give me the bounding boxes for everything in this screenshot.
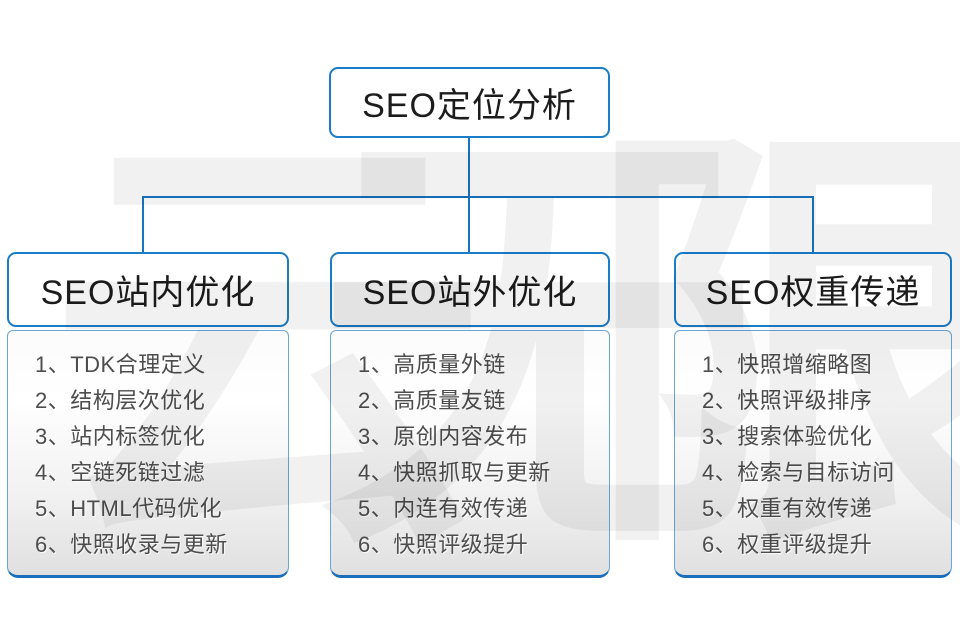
list-item: 2、快照评级排序 xyxy=(702,388,873,413)
column-node-label: SEO站内优化 xyxy=(40,274,256,312)
list-panel-offsite: 1、高质量外链 2、高质量友链 3、原创内容发布 4、快照抓取与更新 5、内连有… xyxy=(330,330,610,578)
list-item: 4、快照抓取与更新 xyxy=(358,460,551,485)
list-item: 6、权重评级提升 xyxy=(702,532,873,557)
column-node-onsite: SEO站内优化 xyxy=(7,252,289,327)
item-list: 1、高质量外链 2、高质量友链 3、原创内容发布 4、快照抓取与更新 5、内连有… xyxy=(358,347,599,563)
list-item: 1、高质量外链 xyxy=(358,352,506,377)
list-panel-weight: 1、快照增缩略图 2、快照评级排序 3、搜索体验优化 4、检索与目标访问 5、权… xyxy=(674,330,952,578)
connector-mid-stub xyxy=(468,196,470,253)
list-item: 5、HTML代码优化 xyxy=(35,496,223,521)
list-item: 6、快照收录与更新 xyxy=(35,532,228,557)
list-item: 6、快照评级提升 xyxy=(358,532,529,557)
root-node: SEO定位分析 xyxy=(329,67,610,138)
connector-root-stem xyxy=(468,138,470,198)
root-node-label: SEO定位分析 xyxy=(362,87,577,125)
list-panel-onsite: 1、TDK合理定义 2、结构层次优化 3、站内标签优化 4、空链死链过滤 5、H… xyxy=(7,330,289,578)
list-item: 2、结构层次优化 xyxy=(35,388,206,413)
connector-right-stub xyxy=(812,196,814,253)
connector-horizontal xyxy=(142,196,814,198)
item-list: 1、TDK合理定义 2、结构层次优化 3、站内标签优化 4、空链死链过滤 5、H… xyxy=(35,347,278,563)
list-item: 5、权重有效传递 xyxy=(702,496,873,521)
list-item: 1、快照增缩略图 xyxy=(702,352,873,377)
list-item: 2、高质量友链 xyxy=(358,388,506,413)
list-item: 3、搜索体验优化 xyxy=(702,424,873,449)
list-item: 4、检索与目标访问 xyxy=(702,460,895,485)
list-item: 3、原创内容发布 xyxy=(358,424,529,449)
column-node-weight: SEO权重传递 xyxy=(674,252,952,327)
list-item: 5、内连有效传递 xyxy=(358,496,529,521)
item-list: 1、快照增缩略图 2、快照评级排序 3、搜索体验优化 4、检索与目标访问 5、权… xyxy=(702,347,941,563)
list-item: 1、TDK合理定义 xyxy=(35,352,206,377)
connector-left-stub xyxy=(142,196,144,253)
column-node-offsite: SEO站外优化 xyxy=(330,252,610,327)
list-item: 3、站内标签优化 xyxy=(35,424,206,449)
column-node-label: SEO权重传递 xyxy=(705,274,921,312)
list-item: 4、空链死链过滤 xyxy=(35,460,206,485)
column-node-label: SEO站外优化 xyxy=(362,274,578,312)
